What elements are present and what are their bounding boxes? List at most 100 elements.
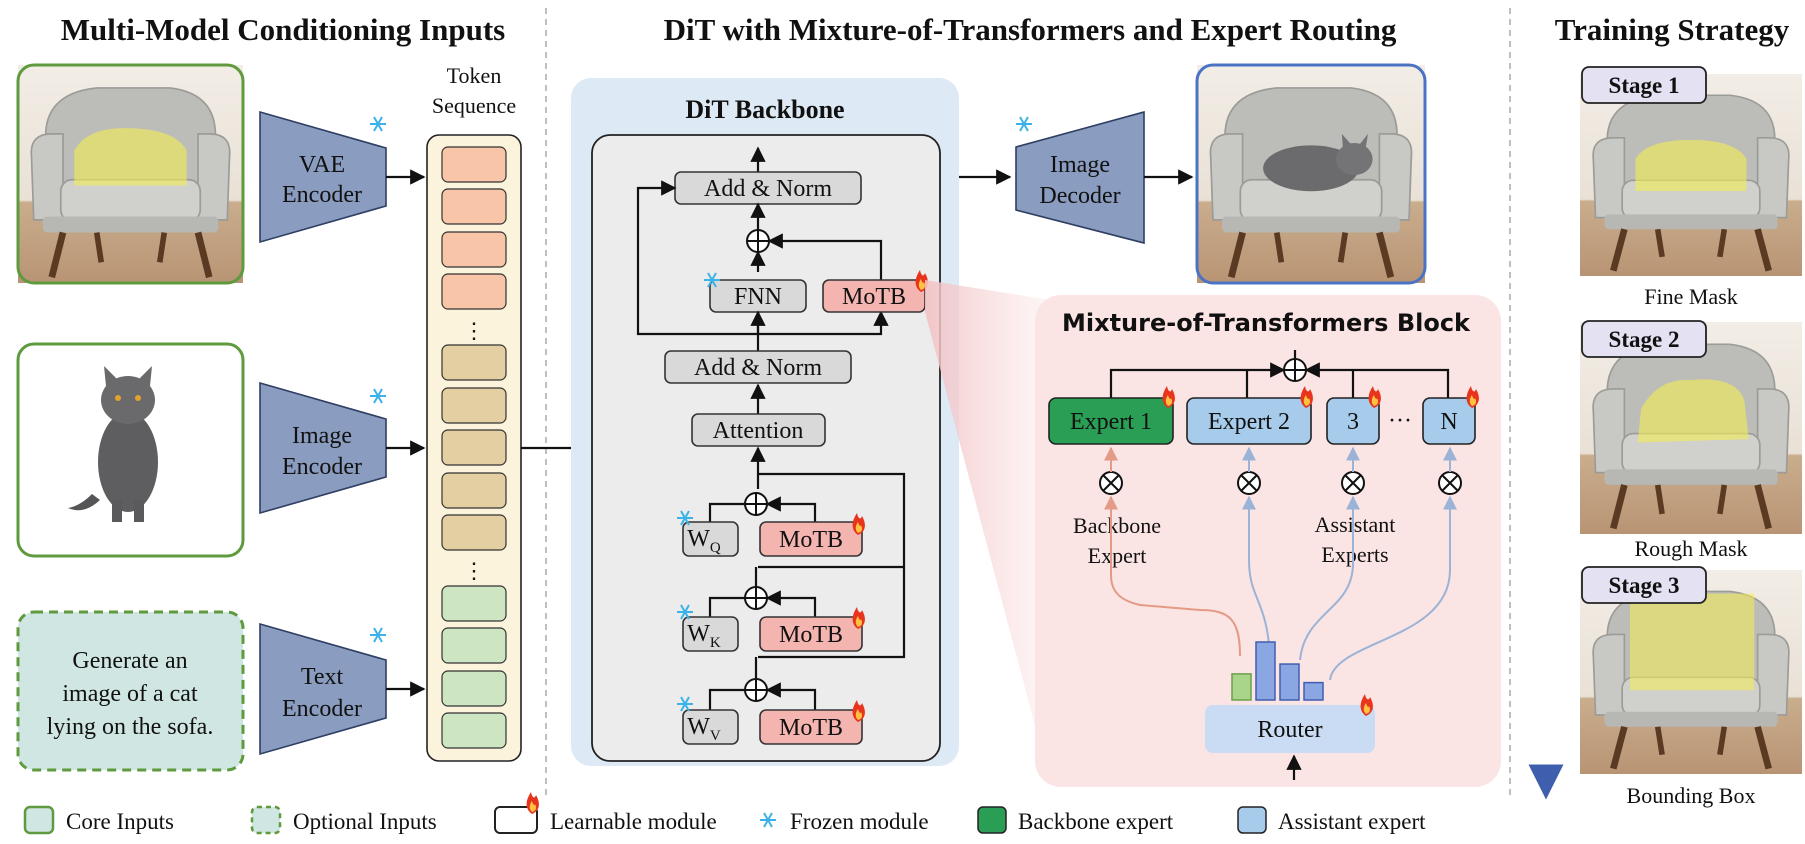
legend-learnable-module: Learnable module (550, 809, 717, 834)
svg-text:Encoder: Encoder (282, 454, 362, 480)
svg-text:Expert 1: Expert 1 (1070, 409, 1152, 435)
svg-text:WQ: WQ (687, 526, 721, 556)
svg-text:MoTB: MoTB (779, 527, 843, 553)
input-image-armchair-masked (16, 63, 245, 285)
motb-q-block: MoTB (759, 521, 863, 557)
motb-k-block: MoTB (759, 616, 863, 652)
expert-1: Expert 1 (1048, 397, 1174, 445)
backbone-expert-label-1: Backbone (1073, 513, 1161, 538)
svg-text:Stage 1: Stage 1 (1609, 73, 1680, 98)
svg-text:N: N (1440, 409, 1457, 435)
svg-text:FNN: FNN (734, 284, 782, 310)
svg-text:WK: WK (687, 621, 721, 651)
wq-block: WQ (682, 521, 739, 557)
svg-text:Add & Norm: Add & Norm (694, 355, 822, 381)
router-bar-3 (1279, 663, 1300, 701)
stage-2-label: Stage 2 (1581, 320, 1707, 358)
stage-1-caption: Fine Mask (1644, 284, 1738, 309)
legend-assistant-expert: Assistant expert (1278, 809, 1426, 834)
svg-text:Stage 2: Stage 2 (1609, 327, 1680, 352)
legend-core-inputs: Core Inputs (66, 809, 174, 834)
expert-n: N (1422, 397, 1476, 445)
input-text-prompt: Generate an image of a cat lying on the … (16, 610, 245, 772)
stage-1-label: Stage 1 (1581, 66, 1707, 104)
attention-block: Attention (691, 413, 826, 447)
fnn-block: FNN (709, 279, 807, 313)
vae-frozen-snowflake-icon (369, 116, 387, 132)
token-dots-2: ⋮ (463, 558, 485, 583)
stage-3-label: Stage 3 (1581, 566, 1707, 604)
decoder-frozen-snowflake-icon (1015, 116, 1033, 132)
svg-text:WV: WV (687, 714, 721, 744)
stage-2-image (1580, 322, 1802, 534)
input-image-cat (16, 342, 245, 558)
training-section-title: Training Strategy (1555, 12, 1790, 47)
legend-optional-inputs: Optional Inputs (293, 809, 437, 834)
transformer-block (591, 134, 941, 762)
assistant-experts-label-1: Assistant (1315, 512, 1396, 537)
output-image-cat-on-sofa (1195, 63, 1427, 285)
image-encoder-frozen-snowflake-icon (369, 388, 387, 404)
add-norm-top: Add & Norm (674, 171, 862, 205)
legend-backbone-expert: Backbone expert (1018, 809, 1174, 834)
legend-frozen-snowflake-icon (759, 812, 777, 828)
add-norm-middle: Add & Norm (664, 350, 852, 384)
svg-text:Decoder: Decoder (1039, 183, 1120, 209)
k-sum-node (744, 586, 768, 610)
mot-sum-node (1283, 358, 1307, 382)
stage-3-image (1580, 570, 1802, 774)
motb-ffn-block: MoTB (822, 279, 926, 313)
svg-text:Encoder: Encoder (282, 182, 362, 208)
text-encoder-frozen-snowflake-icon (369, 627, 387, 643)
svg-text:MoTB: MoTB (779, 715, 843, 741)
token-sequence: ⋮ ⋮ (426, 134, 522, 762)
router-bar-4 (1303, 681, 1324, 701)
stage-1-image (1580, 74, 1802, 276)
svg-text:Image: Image (1050, 152, 1110, 178)
router-bar-2 (1255, 641, 1276, 701)
router-bar-1 (1231, 673, 1252, 701)
prompt-line-3: lying on the sofa. (47, 714, 214, 740)
wk-block: WK (682, 616, 739, 652)
gate-expert-1 (1099, 471, 1123, 495)
assistant-experts-label-2: Experts (1321, 542, 1388, 567)
token-dots-1: ⋮ (463, 318, 485, 343)
token-sequence-label-2: Sequence (432, 93, 516, 118)
gate-expert-n (1438, 471, 1462, 495)
gate-expert-2 (1237, 471, 1261, 495)
ffn-sum-node (746, 229, 770, 253)
experts-ellipsis: ··· (1388, 408, 1412, 434)
legend: Core Inputs Optional Inputs Learnable mo… (23, 792, 1426, 835)
svg-text:Add & Norm: Add & Norm (704, 176, 832, 202)
expert-3: 3 (1326, 397, 1380, 445)
vae-encoder: VAE Encoder (259, 110, 387, 244)
prompt-line-1: Generate an (72, 648, 187, 674)
svg-text:Stage 3: Stage 3 (1609, 573, 1680, 598)
expert-2: Expert 2 (1186, 397, 1312, 445)
stage-2-caption: Rough Mask (1634, 536, 1747, 561)
gate-expert-3 (1341, 471, 1365, 495)
token-sequence-label-1: Token (447, 63, 502, 88)
svg-text:3: 3 (1347, 409, 1359, 435)
prompt-line-2: image of a cat (62, 681, 198, 707)
svg-text:MoTB: MoTB (842, 284, 906, 310)
image-encoder: Image Encoder (259, 381, 387, 515)
svg-text:Expert 2: Expert 2 (1208, 409, 1290, 435)
dit-backbone-title: DiT Backbone (685, 95, 844, 124)
motb-v-block: MoTB (759, 709, 863, 745)
text-encoder: Text Encoder (259, 622, 387, 756)
svg-text:Image: Image (292, 423, 352, 449)
wv-block: WV (682, 709, 739, 745)
svg-text:MoTB: MoTB (779, 622, 843, 648)
image-decoder: Image Decoder (1015, 110, 1145, 245)
backbone-expert-label-2: Expert (1088, 543, 1147, 568)
v-sum-node (744, 678, 768, 702)
svg-text:VAE: VAE (299, 152, 345, 178)
legend-frozen-module: Frozen module (790, 809, 929, 834)
svg-text:Router: Router (1257, 717, 1322, 743)
inputs-section-title: Multi-Model Conditioning Inputs (61, 12, 505, 47)
router-block: Router (1205, 705, 1375, 753)
stage-3-caption: Bounding Box (1627, 783, 1756, 808)
dit-section-title: DiT with Mixture-of-Transformers and Exp… (664, 12, 1397, 47)
